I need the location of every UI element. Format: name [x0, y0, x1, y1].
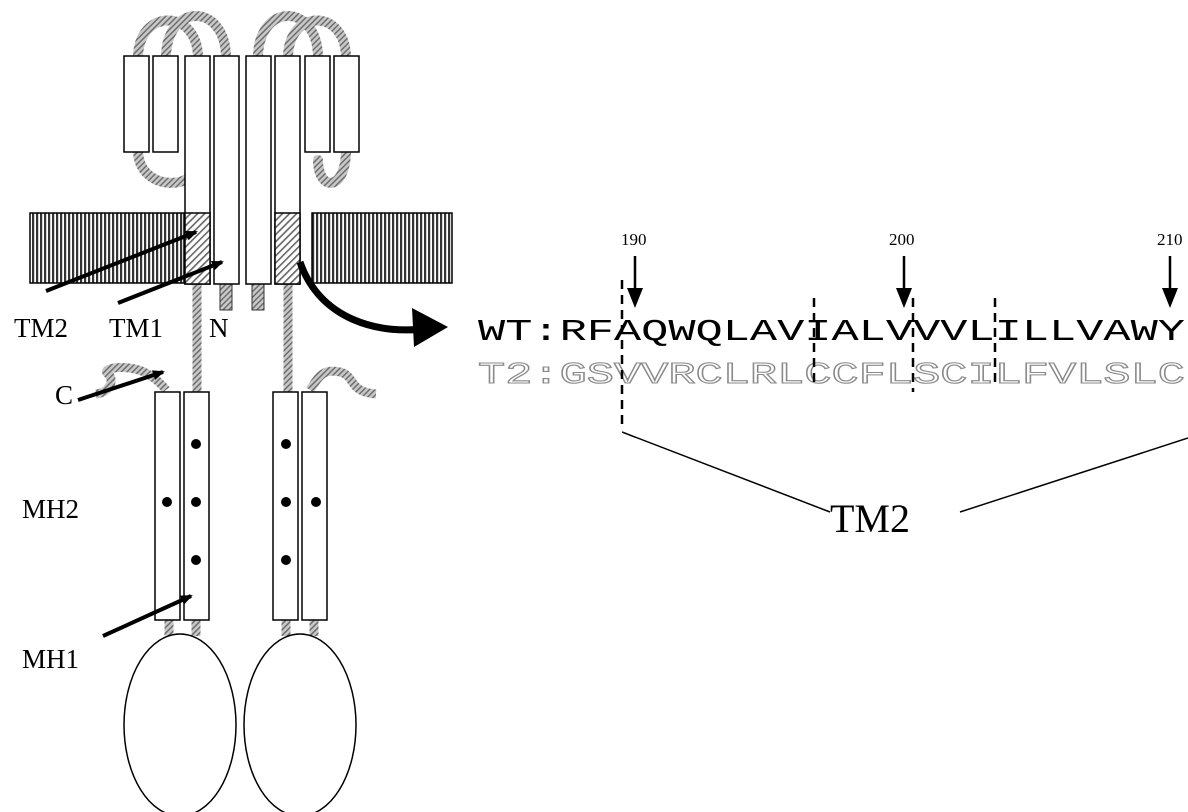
t2-sequence: T2:GSVVRCLRLCCFLSCILFVLSLC [478, 358, 1185, 393]
boundary-dashes [622, 280, 995, 430]
n-terminal-stubs [220, 284, 264, 310]
membrane-left [30, 213, 184, 283]
membrane-right [312, 213, 452, 283]
extracellular-helices [124, 56, 359, 152]
curved-arrow-head [412, 308, 448, 347]
position-210-label: 210 [1157, 230, 1183, 249]
c-terminus-label: C [55, 380, 73, 410]
mh-helices [155, 392, 327, 620]
tm1-label: TM1 [109, 313, 163, 343]
tm2-segment-right [275, 213, 300, 284]
n-terminus-label: N [209, 313, 229, 343]
mh1-label: MH1 [22, 644, 79, 674]
tm2-label: TM2 [14, 313, 68, 343]
position-arrow-heads [627, 288, 1178, 308]
position-190-label: 190 [621, 230, 647, 249]
sequence-panel: 190 200 210 WT:RFAQWQLAVIALVVVLILLVAWY T… [478, 230, 1188, 541]
c-terminal-domains [124, 634, 356, 812]
wt-sequence: WT:RFAQWQLAVIALVVVLILLVAWY [478, 315, 1186, 350]
position-200-label: 200 [889, 230, 915, 249]
mh2-label: MH2 [22, 494, 79, 524]
tm2-region-label: TM2 [830, 496, 910, 541]
transmembrane-helices [185, 56, 300, 284]
